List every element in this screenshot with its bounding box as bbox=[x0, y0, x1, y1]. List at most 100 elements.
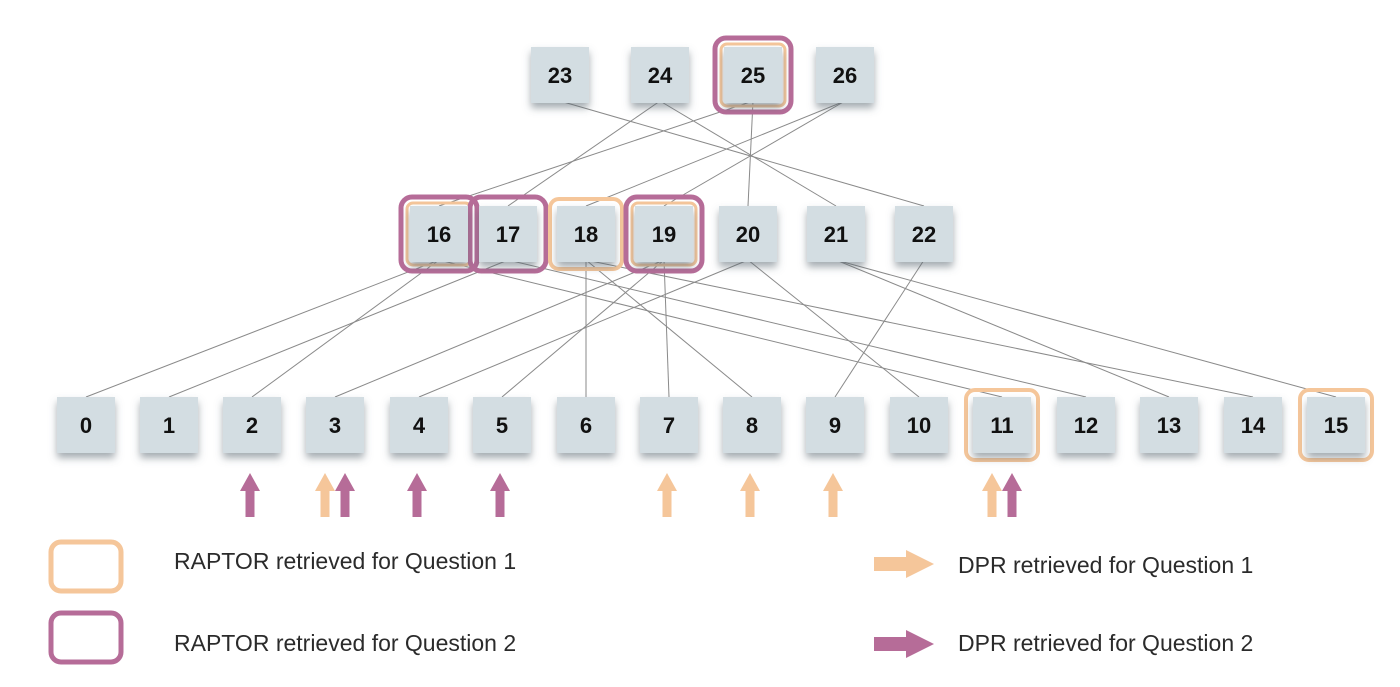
tree-node-box bbox=[57, 397, 115, 453]
tree-node-14: 14 bbox=[1224, 397, 1282, 453]
tree-node-box bbox=[723, 397, 781, 453]
tree-node-label: 0 bbox=[80, 413, 92, 438]
tree-node-box bbox=[473, 397, 531, 453]
tree-edge bbox=[663, 100, 846, 207]
tree-node-box bbox=[724, 47, 782, 103]
tree-node-label: 25 bbox=[741, 63, 765, 88]
tree-node-label: 4 bbox=[413, 413, 426, 438]
tree-node-box bbox=[410, 206, 468, 262]
tree-edge bbox=[418, 259, 749, 398]
tree-node-13: 13 bbox=[1140, 397, 1198, 453]
tree-node-label: 22 bbox=[912, 222, 936, 247]
tree-node-box bbox=[531, 47, 589, 103]
dpr-q1-arrow bbox=[740, 473, 760, 517]
tree-node-box bbox=[973, 397, 1031, 453]
tree-node-label: 18 bbox=[574, 222, 598, 247]
dpr-q2-arrow bbox=[1002, 473, 1022, 517]
tree-node-label: 9 bbox=[829, 413, 841, 438]
dpr-q2-arrow bbox=[407, 473, 427, 517]
tree-node-label: 24 bbox=[648, 63, 673, 88]
tree-node-15: 15 bbox=[1307, 397, 1365, 453]
tree-node-box bbox=[557, 206, 615, 262]
tree-node-8: 8 bbox=[723, 397, 781, 453]
tree-node-box bbox=[816, 47, 874, 103]
tree-node-box bbox=[390, 397, 448, 453]
dpr-q1-arrow bbox=[315, 473, 335, 517]
legend-swatch-raptor-q1 bbox=[48, 539, 124, 594]
tree-node-3: 3 bbox=[306, 397, 364, 453]
tree-node-1: 1 bbox=[140, 397, 198, 453]
tree-node-label: 8 bbox=[746, 413, 758, 438]
tree-edge bbox=[663, 259, 670, 398]
tree-node-box bbox=[140, 397, 198, 453]
tree-node-label: 14 bbox=[1241, 413, 1266, 438]
tree-node-16: 16 bbox=[410, 206, 468, 262]
tree-node-18: 18 bbox=[557, 206, 615, 262]
dpr-q2-arrow bbox=[490, 473, 510, 517]
dpr-q1-arrow bbox=[982, 473, 1002, 517]
tree-edge bbox=[559, 100, 925, 207]
raptor-q1-frame bbox=[1298, 388, 1374, 462]
tree-node-box bbox=[640, 397, 698, 453]
raptor-q2-frame bbox=[623, 194, 705, 274]
legend-label-raptor-q1: RAPTOR retrieved for Question 1 bbox=[174, 548, 516, 574]
tree-node-label: 7 bbox=[663, 413, 675, 438]
tree-node-label: 10 bbox=[907, 413, 931, 438]
raptor-q1-frame bbox=[630, 201, 698, 267]
tree-node-label: 11 bbox=[990, 413, 1013, 438]
tree-node-box bbox=[895, 206, 953, 262]
dpr-q2-arrow bbox=[335, 473, 355, 517]
raptor-q2-frame bbox=[712, 35, 794, 115]
tree-node-label: 17 bbox=[496, 222, 520, 247]
tree-node-19: 19 bbox=[635, 206, 693, 262]
tree-node-10: 10 bbox=[890, 397, 948, 453]
legend-label-dpr-q1: DPR retrieved for Question 1 bbox=[958, 552, 1253, 578]
tree-node-26: 26 bbox=[816, 47, 874, 103]
legend-arrow-dpr-q2 bbox=[874, 630, 934, 658]
tree-node-box bbox=[631, 47, 689, 103]
raptor-q1-frame bbox=[964, 388, 1040, 462]
tree-node-label: 15 bbox=[1324, 413, 1348, 438]
raptor-q1-frame bbox=[719, 42, 787, 108]
tree-node-label: 1 bbox=[163, 413, 175, 438]
tree-edge bbox=[747, 259, 920, 398]
tree-edge bbox=[747, 100, 754, 207]
retrieval-highlights bbox=[398, 35, 1374, 462]
tree-edge bbox=[834, 259, 925, 398]
tree-edge bbox=[168, 259, 509, 398]
tree-node-7: 7 bbox=[640, 397, 698, 453]
raptor-q1-frame bbox=[548, 197, 624, 271]
tree-node-label: 23 bbox=[548, 63, 572, 88]
tree-node-0: 0 bbox=[57, 397, 115, 453]
tree-node-box bbox=[557, 397, 615, 453]
dpr-arrows bbox=[240, 473, 1022, 517]
tree-edge bbox=[585, 259, 753, 398]
tree-node-box bbox=[1224, 397, 1282, 453]
dpr-q1-arrow bbox=[823, 473, 843, 517]
tree-node-box bbox=[806, 397, 864, 453]
tree-node-label: 16 bbox=[427, 222, 451, 247]
tree-node-11: 11 bbox=[973, 397, 1031, 453]
raptor-q2-frame bbox=[467, 194, 549, 274]
tree-node-box bbox=[1140, 397, 1198, 453]
tree-node-label: 13 bbox=[1157, 413, 1181, 438]
tree-node-label: 21 bbox=[824, 222, 848, 247]
tree-node-2: 2 bbox=[223, 397, 281, 453]
tree-node-20: 20 bbox=[719, 206, 777, 262]
tree-node-box bbox=[635, 206, 693, 262]
tree-edge bbox=[85, 259, 440, 398]
tree-node-22: 22 bbox=[895, 206, 953, 262]
tree-node-6: 6 bbox=[557, 397, 615, 453]
tree-node-label: 12 bbox=[1074, 413, 1098, 438]
raptor-q2-frame bbox=[398, 194, 480, 274]
tree-node-label: 6 bbox=[580, 413, 592, 438]
legend-swatch-raptor-q2 bbox=[48, 610, 124, 665]
tree-edge bbox=[334, 259, 665, 398]
tree-node-box bbox=[807, 206, 865, 262]
tree-node-25: 25 bbox=[724, 47, 782, 103]
tree-node-label: 19 bbox=[652, 222, 676, 247]
tree-node-9: 9 bbox=[806, 397, 864, 453]
tree-edge bbox=[507, 259, 1087, 398]
tree-node-5: 5 bbox=[473, 397, 531, 453]
